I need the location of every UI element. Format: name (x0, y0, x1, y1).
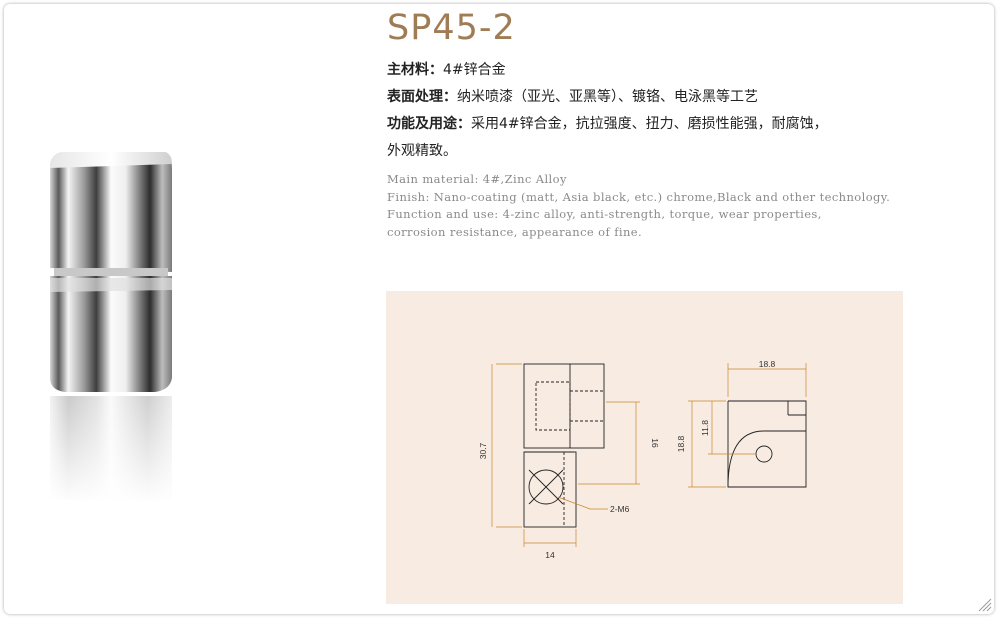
en-function: Function and use: 4-zinc alloy, anti-str… (387, 207, 822, 221)
chrome-hinge-image (46, 152, 178, 504)
en-finish: Finish: Nano-coating (matt, Asia black, … (387, 189, 891, 204)
dim-side-width: 18.8 (759, 359, 776, 369)
cn-material-line: 主材料：4#锌合金 (387, 59, 506, 79)
product-photo (30, 140, 200, 610)
front-dimension-lines (491, 363, 640, 547)
side-dimension-lines (688, 363, 807, 488)
resize-grip-icon (978, 598, 992, 612)
cn-function-line-2: 外观精致。 (387, 143, 457, 159)
en-material: Main material: 4#,Zinc Alloy (387, 172, 567, 186)
cn-function-value: 采用4#锌合金，抗拉强度、扭力、磨损性能强，耐腐蚀， (471, 116, 828, 132)
dim-front-width: 14 (545, 550, 555, 560)
technical-drawing-panel: 30.7 16 14 2-M6 18.8 18.8 11.8 (386, 291, 903, 604)
english-description: Main material: 4#,Zinc Alloy Finish: Nan… (387, 171, 890, 241)
technical-drawing: 30.7 16 14 2-M6 18.8 18.8 11.8 (478, 359, 807, 560)
dim-total-height: 30.7 (478, 442, 488, 459)
cn-finish-label: 表面处理： (387, 89, 457, 105)
en-function-cont: corrosion resistance, appearance of fine… (387, 224, 643, 239)
cn-material-label: 主材料： (387, 62, 443, 78)
side-view (727, 400, 807, 488)
dim-side-radius: 11.8 (700, 420, 710, 436)
dim-thread: 2-M6 (610, 504, 630, 514)
front-view (523, 363, 605, 528)
cn-material-value: 4#锌合金 (443, 62, 506, 78)
cn-finish-value: 纳米喷漆（亚光、亚黑等）、镀铬、电泳黑等工艺 (457, 89, 758, 105)
cn-function-label: 功能及用途： (387, 116, 471, 132)
product-model-title: SP45-2 (387, 8, 516, 48)
dim-upper-height: 16 (650, 438, 660, 448)
dim-side-height: 18.8 (676, 435, 686, 452)
cn-function-line: 功能及用途：采用4#锌合金，抗拉强度、扭力、磨损性能强，耐腐蚀， (387, 113, 828, 133)
cn-finish-line: 表面处理：纳米喷漆（亚光、亚黑等）、镀铬、电泳黑等工艺 (387, 86, 758, 106)
